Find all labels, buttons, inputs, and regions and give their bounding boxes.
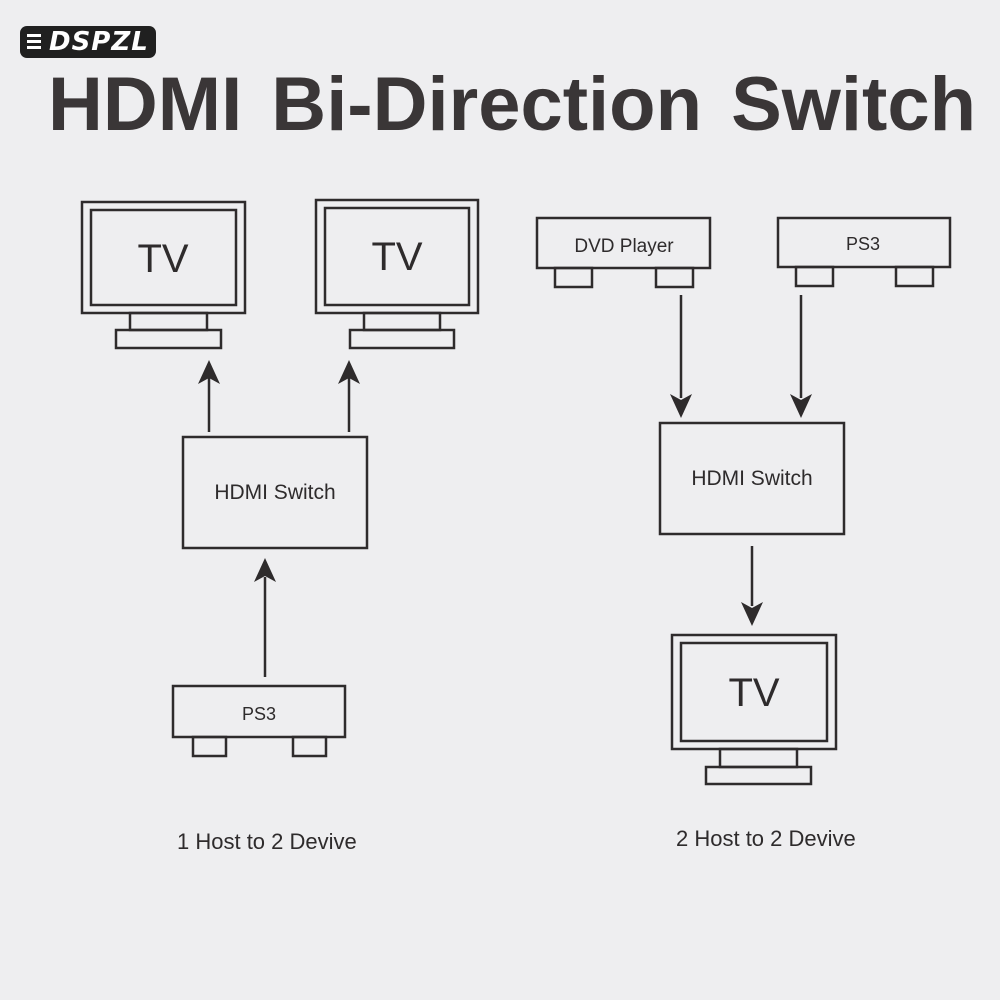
tv-left-2-label: TV xyxy=(371,235,422,279)
ps3-right xyxy=(776,216,952,288)
arrow-down-icon xyxy=(790,394,812,418)
tv-right-label: TV xyxy=(728,671,779,715)
caption-left: 1 Host to 2 Devive xyxy=(177,829,357,854)
arrow-up-icon xyxy=(198,360,220,384)
hdmi-switch-left xyxy=(181,435,369,550)
tv-right xyxy=(670,633,838,786)
logo-text: DSPZL xyxy=(49,27,149,57)
dvd-player xyxy=(535,216,712,289)
ps3-left xyxy=(171,684,347,758)
arrow-up-icon xyxy=(338,360,360,384)
page-title: HDMI Bi-Direction Switch xyxy=(48,62,977,147)
tv-left-2 xyxy=(314,198,480,350)
arrow-up-icon xyxy=(254,558,276,582)
hdmi-switch-left-label: HDMI Switch xyxy=(214,481,335,504)
tv-left-1-label: TV xyxy=(137,237,188,281)
caption-right: 2 Host to 2 Devive xyxy=(676,826,856,851)
arrow-down-icon xyxy=(741,602,763,626)
hdmi-switch-right xyxy=(658,421,846,536)
hdmi-switch-right-label: HDMI Switch xyxy=(691,467,812,490)
tv-left-1 xyxy=(80,200,247,350)
ps3-left-label: PS3 xyxy=(242,704,276,724)
dvd-player-label: DVD Player xyxy=(574,236,674,257)
ps3-right-label: PS3 xyxy=(846,234,880,254)
logo-bars-icon xyxy=(27,32,47,52)
arrow-down-icon xyxy=(670,394,692,418)
brand-logo: DSPZL xyxy=(20,26,156,58)
